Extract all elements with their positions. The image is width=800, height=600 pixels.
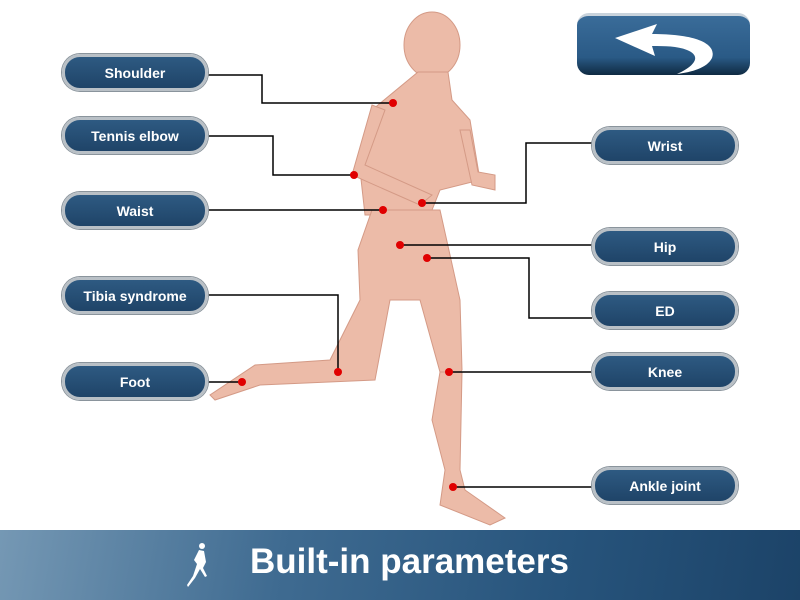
- marker-knee: [445, 368, 453, 376]
- ed-button[interactable]: ED: [592, 292, 738, 329]
- footer-bar: Built-in parameters: [0, 530, 800, 600]
- ankle-joint-button[interactable]: Ankle joint: [592, 467, 738, 504]
- marker-shoulder: [389, 99, 397, 107]
- marker-tibia: [334, 368, 342, 376]
- wrist-button[interactable]: Wrist: [592, 127, 738, 164]
- runner-icon: [187, 543, 207, 587]
- knee-button[interactable]: Knee: [592, 353, 738, 390]
- footer-title: Built-in parameters: [250, 542, 569, 581]
- marker-foot: [238, 378, 246, 386]
- marker-waist: [379, 206, 387, 214]
- marker-ed: [423, 254, 431, 262]
- marker-ankle: [449, 483, 457, 491]
- hip-button[interactable]: Hip: [592, 228, 738, 265]
- shoulder-button[interactable]: Shoulder: [62, 54, 208, 91]
- back-arrow-icon: [615, 24, 713, 74]
- waist-button[interactable]: Waist: [62, 192, 208, 229]
- marker-tennis-elbow: [350, 171, 358, 179]
- back-button[interactable]: [577, 13, 750, 75]
- foot-button[interactable]: Foot: [62, 363, 208, 400]
- marker-wrist: [418, 199, 426, 207]
- tibia-syndrome-button[interactable]: Tibia syndrome: [62, 277, 208, 314]
- marker-hip: [396, 241, 404, 249]
- anatomy-figure: [208, 11, 592, 526]
- tennis-elbow-button[interactable]: Tennis elbow: [62, 117, 208, 154]
